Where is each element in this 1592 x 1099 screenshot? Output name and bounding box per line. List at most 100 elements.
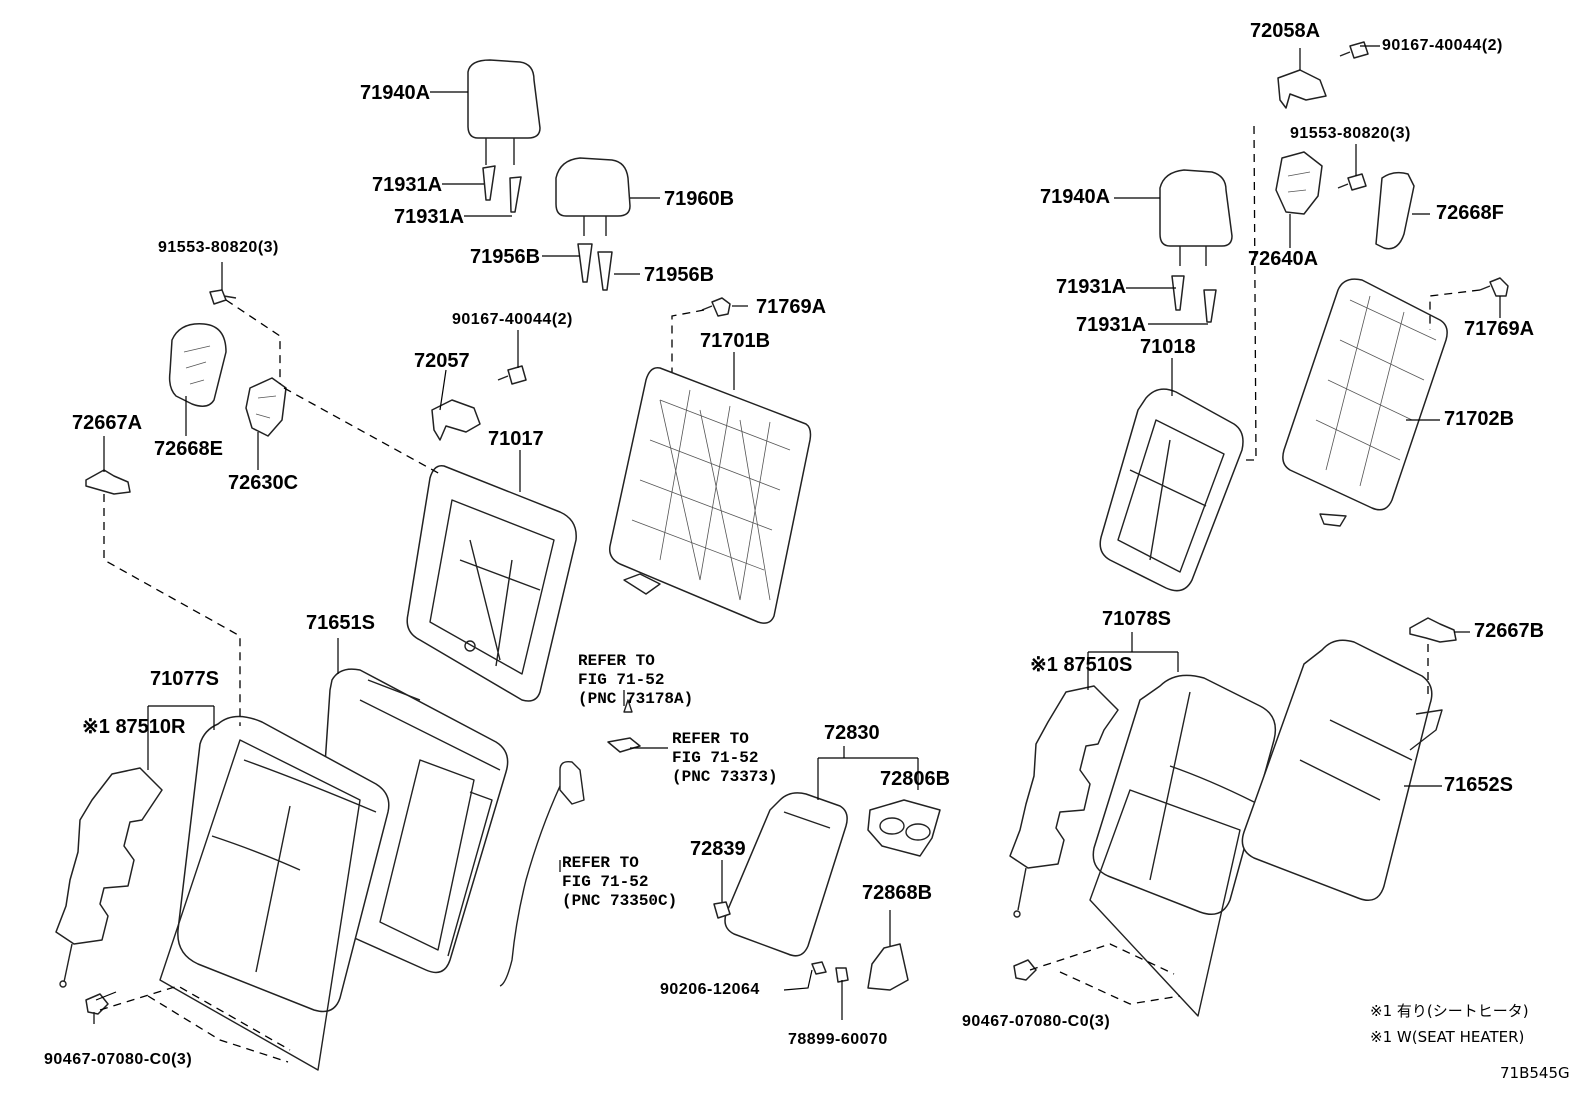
refer-line-1: REFER TO: [578, 652, 655, 670]
label-72057: 72057: [414, 350, 470, 372]
cap-72839: [713, 901, 731, 919]
clip-72667B: [1409, 617, 1457, 643]
screw-71769A-right: [1479, 277, 1509, 297]
bolt-91553-left: [209, 289, 237, 305]
pad-base-panel: [159, 739, 361, 1071]
clip-78899: [835, 967, 849, 983]
pad-base-panel-right: [1089, 789, 1241, 1017]
label-72058A: 72058A: [1250, 20, 1321, 42]
connector-73373: [607, 737, 641, 753]
label-91553-left: 91553-80820(3): [158, 239, 279, 256]
seatback-frame-71018: [1099, 388, 1244, 592]
leader-lines: [95, 45, 1501, 1020]
refer-to-73373: REFER TO FIG 71-52 (PNC 73373): [672, 730, 778, 787]
bolt-90167-right: [1339, 41, 1369, 59]
label-71956B-2: 71956B: [644, 264, 715, 286]
bracket-72630C: [245, 377, 287, 437]
label-72868B: 72868B: [862, 882, 933, 904]
label-87510R: ※1 87510R: [82, 716, 186, 738]
label-71960B: 71960B: [664, 188, 735, 210]
connector-73178A: [623, 699, 633, 713]
label-87510S: ※1 87510S: [1030, 654, 1133, 676]
label-71701B: 71701B: [700, 330, 771, 352]
refer-line-2: FIG 71-52: [562, 873, 649, 891]
bolt-90167-mid: [497, 365, 527, 385]
label-90467-right: 90467-07080-C0(3): [962, 1013, 1111, 1030]
label-71931A-right-1: 71931A: [1056, 276, 1127, 298]
label-71078S: 71078S: [1102, 608, 1171, 630]
screw-90206: [811, 961, 827, 975]
label-71651S: 71651S: [306, 612, 375, 634]
seatback-board-71702B: [1282, 278, 1448, 527]
label-71769A-right: 71769A: [1464, 318, 1535, 340]
label-72630C: 72630C: [228, 472, 299, 494]
label-71940A-right: 71940A: [1040, 186, 1111, 208]
refer-line-3: (PNC 73373): [672, 768, 778, 786]
label-72839: 72839: [690, 838, 746, 860]
headrest-71940A-left: [467, 59, 541, 165]
label-71018: 71018: [1140, 336, 1196, 358]
bracket-72640A: [1275, 151, 1323, 215]
screw-71769A-left: [701, 297, 731, 317]
label-71931A-left-1: 71931A: [372, 174, 443, 196]
seat-cover-71652S: [1241, 639, 1443, 901]
guide-pins-71931A-right: [1171, 275, 1217, 323]
cover-72868B: [867, 943, 909, 991]
label-71931A-left-2: 71931A: [394, 206, 465, 228]
label-71931A-right-2: 71931A: [1076, 314, 1147, 336]
figure-code: 71B545G: [1500, 1064, 1570, 1082]
label-91553-right: 91553-80820(3): [1290, 125, 1411, 142]
label-71956B-1: 71956B: [470, 246, 541, 268]
refer-to-73350C: REFER TO FIG 71-52 (PNC 73350C): [562, 854, 677, 911]
cup-holder-72806B: [867, 799, 941, 857]
label-72667B: 72667B: [1474, 620, 1545, 642]
refer-line-1: REFER TO: [672, 730, 749, 748]
clip-72667A: [85, 469, 131, 495]
label-90467-left: 90467-07080-C0(3): [44, 1051, 193, 1068]
label-71652S: 71652S: [1444, 774, 1513, 796]
cover-72668F: [1375, 171, 1415, 250]
seat-pad-71077S: [177, 715, 390, 1013]
label-72668E: 72668E: [154, 438, 223, 460]
guide-pins-71956B: [577, 243, 613, 291]
label-72667A: 72667A: [72, 412, 143, 434]
label-71077S: 71077S: [150, 668, 219, 690]
bracket-72057: [431, 399, 481, 441]
label-90167-mid: 90167-40044(2): [452, 311, 573, 328]
refer-line-1: REFER TO: [562, 854, 639, 872]
label-71940A-left: 71940A: [360, 82, 431, 104]
refer-line-2: FIG 71-52: [672, 749, 759, 767]
headrest-71960B: [555, 157, 631, 236]
guide-pins-71931A-left: [482, 165, 522, 213]
harness-73350C: [499, 760, 585, 987]
note-seat-heater: ※1 W(SEAT HEATER): [1370, 1028, 1525, 1046]
label-72806B: 72806B: [880, 768, 951, 790]
bracket-72058A: [1277, 69, 1327, 109]
bolt-91553-right: [1337, 173, 1367, 191]
label-78899: 78899-60070: [788, 1031, 888, 1048]
headrest-71940A-right: [1159, 169, 1233, 266]
seatback-frame-71017: [406, 465, 577, 702]
label-72640A: 72640A: [1248, 248, 1319, 270]
refer-line-2: FIG 71-52: [578, 671, 665, 689]
bolt-90467-right: [1013, 959, 1037, 981]
seat-pad-71078S: [1092, 674, 1277, 915]
cover-72668E: [168, 323, 227, 407]
note-japanese: ※1 有り(シートヒータ): [1370, 1002, 1529, 1020]
label-72668F: 72668F: [1436, 202, 1504, 224]
label-71702B: 71702B: [1444, 408, 1515, 430]
label-90206: 90206-12064: [660, 981, 760, 998]
label-71017: 71017: [488, 428, 544, 450]
refer-to-73178A: REFER TO FIG 71-52 (PNC 73178A): [578, 652, 693, 709]
refer-line-3: (PNC 73178A): [578, 690, 694, 708]
armrest-72830: [724, 792, 848, 957]
dashed-lines: [99, 125, 1481, 1063]
heater-87510S: [1009, 685, 1119, 918]
refer-line-3: (PNC 73350C): [562, 892, 678, 910]
label-72830: 72830: [824, 722, 880, 744]
heater-87510R: [55, 767, 163, 988]
seatback-board-71701B: [608, 367, 812, 624]
label-71769A-left: 71769A: [756, 296, 827, 318]
label-90167-right: 90167-40044(2): [1382, 37, 1503, 54]
